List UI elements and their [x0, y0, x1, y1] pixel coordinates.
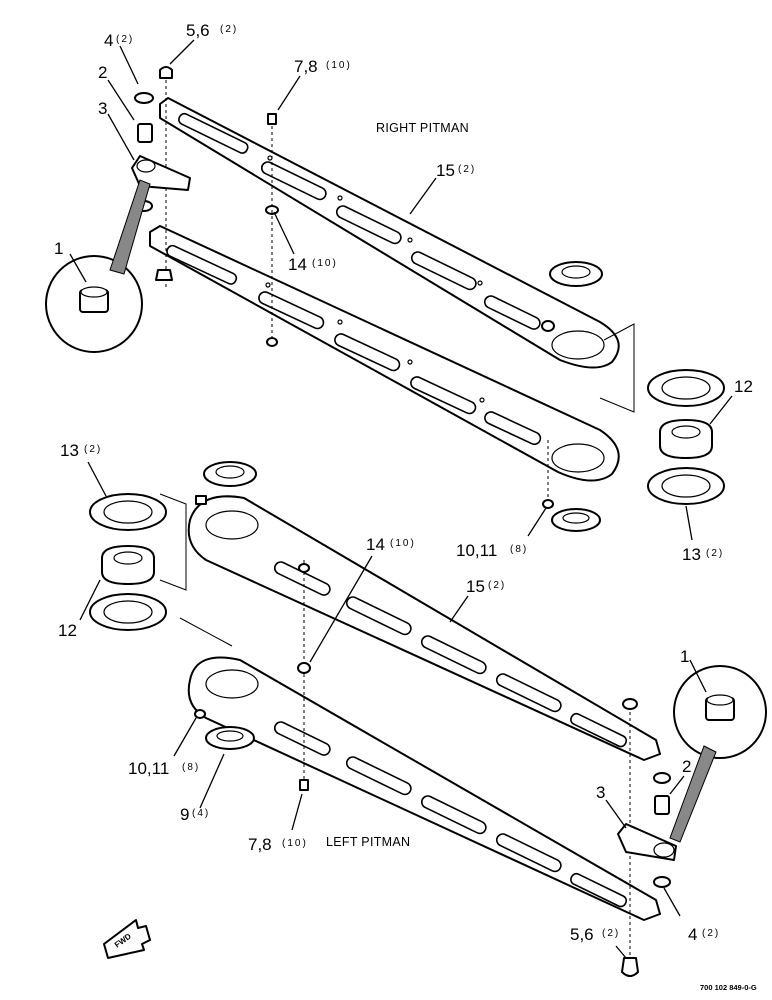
callout-4-top-qty: (2)	[116, 34, 134, 45]
callout-12-left: 12	[58, 621, 77, 640]
callout-56-top: 5,6	[186, 21, 210, 40]
callout-1011-right-qty: (8)	[510, 544, 528, 555]
leader-lines	[69, 39, 733, 959]
callout-15-top: 15	[436, 161, 455, 180]
callout-1-bot: 1	[680, 647, 689, 666]
forward-arrow-icon	[103, 919, 151, 959]
document-number: 700 102 849-0-G	[700, 983, 757, 992]
callout-4-top: 4	[104, 31, 113, 50]
right-pitman-hub-parts	[541, 261, 725, 532]
callout-56-top-qty: (2)	[220, 24, 238, 35]
callout-12-right: 12	[734, 377, 753, 396]
callout-15-mid-qty: (2)	[488, 580, 506, 591]
left-pitman-title: LEFT PITMAN	[326, 835, 410, 849]
left-pitman-lower-bar	[187, 656, 661, 921]
callout-4-bot-qty: (2)	[702, 928, 720, 939]
callout-13-left-qty: (2)	[84, 444, 102, 455]
callout-15-top-qty: (2)	[458, 164, 476, 175]
callout-56-bot-qty: (2)	[602, 928, 620, 939]
left-pitman-hub-parts	[89, 461, 257, 750]
right-pitman-upper-bar	[159, 97, 620, 369]
callout-1011-left-qty: (8)	[182, 762, 200, 773]
callout-13-right: 13	[682, 545, 701, 564]
callout-78-top-qty: (10)	[326, 60, 352, 71]
callout-14-mid: 14	[366, 535, 385, 554]
bushing-detail-top	[45, 179, 151, 353]
callout-13-left: 13	[60, 441, 79, 460]
callout-78-bot-qty: (10)	[282, 838, 308, 849]
callout-78-bot: 7,8	[248, 835, 272, 854]
callout-1-top: 1	[54, 239, 63, 258]
callout-78-top: 7,8	[294, 57, 318, 76]
callout-3-top: 3	[98, 99, 107, 118]
callout-56-bot: 5,6	[570, 925, 594, 944]
right-pitman-lower-bar	[149, 225, 620, 482]
bushing-detail-bottom	[669, 665, 767, 843]
callout-13-right-qty: (2)	[706, 548, 724, 559]
callout-2-bot: 2	[682, 757, 691, 776]
callout-9-qty: (4)	[192, 808, 210, 819]
left-pitman-upper-bar	[187, 495, 661, 761]
callout-2-top: 2	[98, 63, 107, 82]
callout-15-mid: 15	[466, 577, 485, 596]
callout-3-bot: 3	[596, 783, 605, 802]
callout-14-mid-qty: (10)	[390, 538, 416, 549]
callout-1011-left: 10,11	[128, 759, 169, 778]
right-pitman-title: RIGHT PITMAN	[376, 121, 469, 135]
callout-14-top-qty: (10)	[312, 258, 338, 269]
callout-4-bot: 4	[688, 925, 697, 944]
callout-14-top: 14	[288, 255, 307, 274]
callout-1011-right: 10,11	[456, 541, 497, 560]
left-pitman-hardware-stack	[297, 560, 677, 977]
callout-9: 9	[180, 805, 189, 824]
